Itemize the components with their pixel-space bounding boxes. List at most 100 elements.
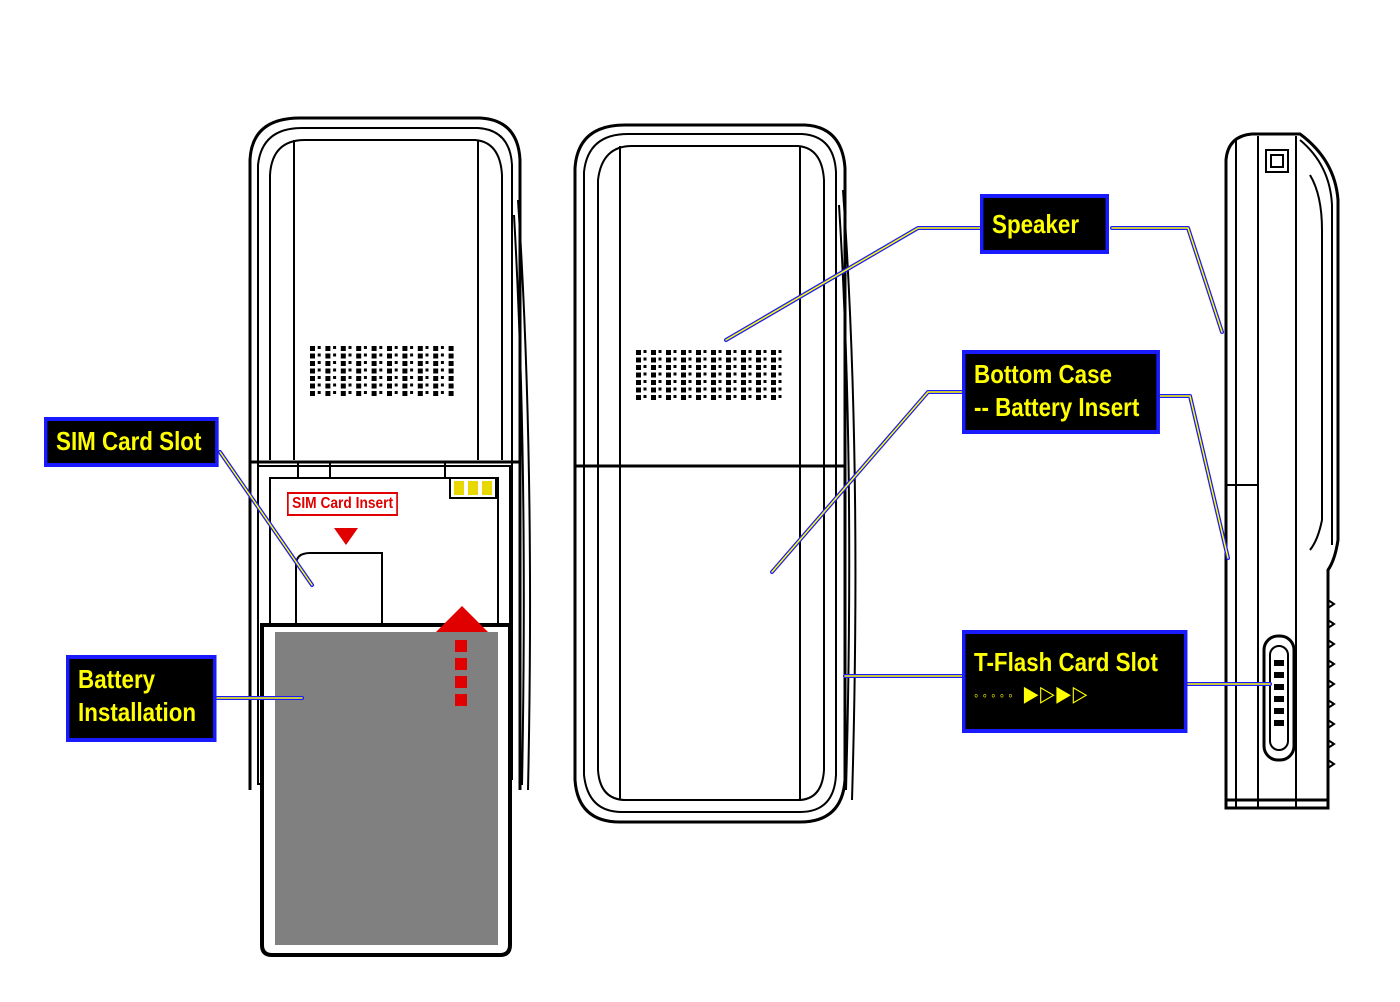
- grille-hole: [636, 380, 641, 385]
- grille-hole: [674, 358, 677, 361]
- grille-hole: [449, 361, 454, 366]
- grille-hole: [644, 380, 647, 383]
- grille-hole: [741, 388, 746, 393]
- grille-hole: [364, 369, 367, 372]
- grille-hole: [426, 354, 429, 357]
- grille-hole: [341, 361, 346, 366]
- grille-hole: [726, 388, 731, 393]
- grille-hole: [636, 350, 641, 355]
- grille-hole: [749, 350, 752, 353]
- grille-hole: [689, 365, 692, 368]
- grille-hole: [689, 350, 692, 353]
- sim-contacts: [450, 478, 496, 498]
- grille-hole: [674, 388, 677, 391]
- grille-hole: [741, 380, 746, 385]
- grille-hole: [704, 350, 707, 353]
- grille-hole: [410, 346, 413, 349]
- grille-hole: [387, 354, 392, 359]
- grille-hole: [696, 365, 701, 370]
- grille-hole: [681, 350, 686, 355]
- grille-hole: [356, 376, 361, 381]
- grille-hole: [410, 391, 413, 394]
- grille-hole: [349, 391, 352, 394]
- grille-hole: [681, 395, 686, 400]
- grille-hole: [636, 358, 641, 363]
- grille-hole: [325, 346, 330, 351]
- grille-hole: [372, 361, 377, 366]
- grille-hole: [325, 354, 330, 359]
- grille-hole: [696, 395, 701, 400]
- grille-hole: [379, 354, 382, 357]
- grille-hole: [756, 373, 761, 378]
- grille-hole: [418, 346, 423, 351]
- grille-hole: [764, 358, 767, 361]
- grille-hole: [449, 376, 454, 381]
- grille-hole: [410, 376, 413, 379]
- grille-hole: [704, 395, 707, 398]
- grille-hole: [666, 388, 671, 393]
- grille-hole: [779, 388, 782, 391]
- grille-hole: [426, 361, 429, 364]
- grille-hole: [741, 350, 746, 355]
- speaker-grille-middle: [636, 350, 782, 400]
- grille-hole: [711, 395, 716, 400]
- grille-hole: [372, 384, 377, 389]
- grille-hole: [426, 376, 429, 379]
- grille-hole: [644, 365, 647, 368]
- grille-hole: [379, 384, 382, 387]
- grille-hole: [333, 384, 336, 387]
- grille-hole: [666, 395, 671, 400]
- grille-hole: [659, 350, 662, 353]
- grille-hole: [395, 384, 398, 387]
- battery-pack: [262, 625, 510, 955]
- grille-hole: [426, 391, 429, 394]
- callout-bottom-case: Bottom Case -- Battery Insert: [962, 350, 1160, 434]
- grille-hole: [387, 361, 392, 366]
- grille-hole: [433, 376, 438, 381]
- grille-hole: [749, 373, 752, 376]
- grille-hole: [333, 361, 336, 364]
- grille-hole: [441, 369, 444, 372]
- grille-hole: [356, 391, 361, 396]
- grille-hole: [341, 391, 346, 396]
- callout-battery-line1: Battery: [78, 663, 204, 696]
- callout-bottom-line2: -- Battery Insert: [974, 391, 1148, 424]
- grille-hole: [696, 380, 701, 385]
- grille-hole: [644, 358, 647, 361]
- grille-hole: [418, 354, 423, 359]
- callout-bottom-line1: Bottom Case: [974, 358, 1148, 391]
- grille-hole: [387, 384, 392, 389]
- grille-hole: [418, 369, 423, 374]
- grille-hole: [325, 376, 330, 381]
- grille-hole: [433, 369, 438, 374]
- callout-battery-line2: Installation: [78, 696, 204, 729]
- grille-hole: [364, 384, 367, 387]
- grille-hole: [764, 350, 767, 353]
- grille-hole: [410, 354, 413, 357]
- grille-hole: [711, 380, 716, 385]
- grille-hole: [318, 384, 321, 387]
- grille-hole: [779, 358, 782, 361]
- grille-hole: [426, 346, 429, 349]
- grille-hole: [726, 350, 731, 355]
- grille-hole: [764, 395, 767, 398]
- grille-hole: [779, 365, 782, 368]
- grille-hole: [756, 395, 761, 400]
- grille-hole: [402, 384, 407, 389]
- grille-hole: [418, 391, 423, 396]
- grille-hole: [449, 346, 454, 351]
- grille-hole: [674, 380, 677, 383]
- grille-hole: [674, 395, 677, 398]
- grille-hole: [395, 391, 398, 394]
- grille-hole: [341, 384, 346, 389]
- grille-hole: [441, 354, 444, 357]
- grille-hole: [734, 388, 737, 391]
- grille-hole: [402, 369, 407, 374]
- grille-hole: [372, 346, 377, 351]
- grille-hole: [310, 354, 315, 359]
- grille-hole: [681, 380, 686, 385]
- grille-hole: [666, 350, 671, 355]
- grille-hole: [681, 388, 686, 393]
- grille-hole: [734, 373, 737, 376]
- grille-hole: [364, 354, 367, 357]
